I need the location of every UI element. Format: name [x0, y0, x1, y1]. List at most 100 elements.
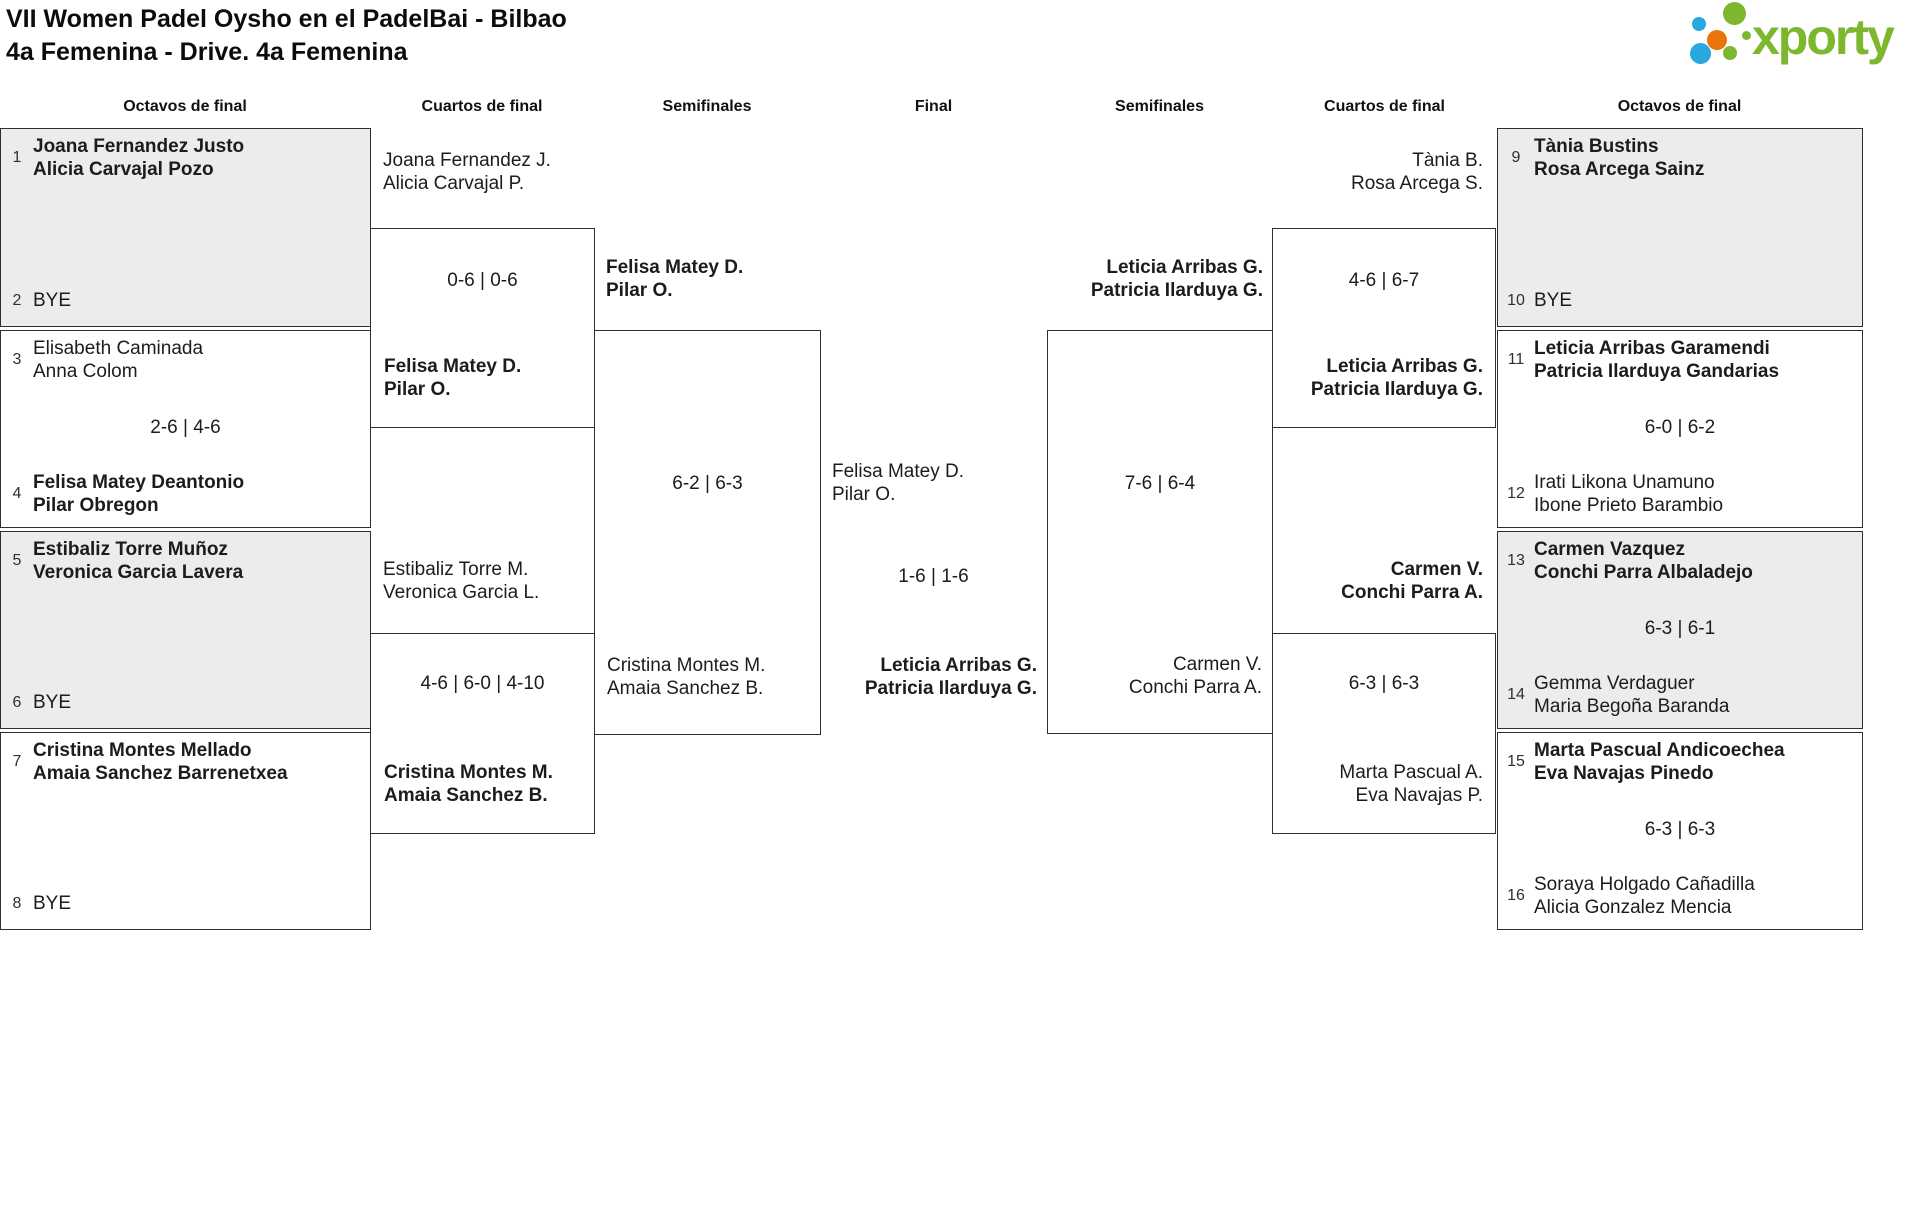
xporty-logo[interactable]: xporty	[1680, 0, 1918, 78]
match-score: 0-6 | 0-6	[447, 270, 518, 291]
team-pair: 10 BYE	[1504, 289, 1854, 312]
team-pair: 2 BYE	[7, 289, 362, 312]
team-name: Amaia Sanchez B.	[607, 678, 764, 699]
team-name: Carmen V.	[1390, 559, 1483, 580]
seed-number: 5	[12, 552, 22, 569]
team-name: Cristina Montes M.	[384, 762, 553, 783]
team-name: Felisa Matey D.	[606, 257, 744, 278]
quarterfinal-right-2-bottom-team: Marta Pascual A.Eva Navajas P.	[1339, 761, 1483, 807]
match-score: 4-6 | 6-0 | 4-10	[420, 673, 545, 694]
match-score: 6-2 | 6-3	[672, 473, 743, 494]
semifinal-left-top-team: Felisa Matey D.Pilar O.	[606, 256, 743, 302]
seed-number: 6	[12, 693, 22, 711]
match-left-cuartos-2: 4-6 | 6-0 | 4-10 Cristina Montes M.Amaia…	[370, 633, 595, 834]
team-name: Patricia Ilarduya G.	[864, 678, 1037, 699]
team-name: Tània Bustins	[1534, 136, 1659, 157]
team-name: Patricia Ilarduya G.	[1090, 280, 1263, 301]
match-score: 6-3 | 6-3	[1644, 819, 1716, 840]
round-header-semifinales-right: Semifinales	[1115, 98, 1204, 115]
team-name: Conchi Parra A.	[1341, 582, 1483, 603]
team-name: Rosa Arcega Sainz	[1534, 159, 1705, 180]
team-name: Alicia Carvajal Pozo	[33, 159, 214, 180]
team-name: Leticia Arribas Garamendi	[1534, 338, 1770, 359]
team-name: Joana Fernandez J.	[383, 150, 551, 171]
team-name: Ibone Prieto Barambio	[1534, 495, 1724, 516]
match-score: 7-6 | 6-4	[1124, 473, 1196, 494]
team-name: Amaia Sanchez Barrenetxea	[33, 763, 288, 784]
seed-number: 8	[12, 894, 22, 912]
match-right-cuartos-2: 6-3 | 6-3 Marta Pascual A.Eva Navajas P.	[1272, 633, 1496, 834]
team-name: Amaia Sanchez B.	[384, 785, 548, 806]
team-name: Veronica Garcia L.	[383, 582, 540, 603]
quarterfinal-right-1-winner: Leticia Arribas G.Patricia Ilarduya G.	[1311, 355, 1483, 401]
round-header-cuartos-right: Cuartos de final	[1324, 98, 1445, 115]
seed-number: 15	[1507, 753, 1525, 770]
logo-dot-green-small	[1723, 46, 1737, 60]
quarterfinal-left-2-winner: Cristina Montes M.Amaia Sanchez B.	[384, 761, 553, 807]
team-pair: 6 BYE	[7, 691, 362, 714]
team-name: Elisabeth Caminada	[33, 338, 204, 359]
bye-label: BYE	[33, 692, 72, 713]
seed-number: 3	[12, 351, 22, 368]
match-score: 6-3 | 6-1	[1644, 618, 1716, 639]
bye-label: BYE	[33, 290, 72, 311]
logo-wordmark: xporty	[1752, 9, 1895, 65]
logo-dot-blue-large	[1690, 43, 1711, 64]
team-pair: 8 BYE	[7, 892, 362, 915]
team-name: Leticia Arribas G.	[1326, 356, 1483, 377]
seed-number: 1	[12, 149, 22, 166]
round-header-octavos-left: Octavos de final	[123, 98, 247, 115]
match-score: 2-6 | 4-6	[150, 417, 221, 438]
semifinal-right-bottom-team: Carmen V.Conchi Parra A.	[1129, 653, 1262, 699]
seed-number: 4	[12, 485, 22, 502]
team-name: Pilar O.	[606, 280, 673, 301]
seed-number: 9	[1511, 149, 1521, 166]
team-name: Estibaliz Torre Muñoz	[33, 539, 228, 560]
round-header-semifinales-left: Semifinales	[662, 98, 752, 115]
semifinal-right-top-team: Leticia Arribas G.Patricia Ilarduya G.	[1047, 256, 1263, 302]
seed-number: 2	[12, 291, 22, 309]
team-name: Rosa Arcega S.	[1350, 173, 1483, 194]
team-name: Marta Pascual Andicoechea	[1534, 740, 1785, 761]
team-name: Leticia Arribas G.	[1106, 257, 1263, 278]
team-name: Veronica Garcia Lavera	[33, 562, 244, 583]
seed-number: 12	[1507, 485, 1525, 502]
seed-number: 16	[1507, 887, 1525, 904]
team-name: Patricia Ilarduya Gandarias	[1534, 361, 1780, 382]
team-name: Anna Colom	[33, 361, 138, 382]
quarterfinal-left-2-top-team: Estibaliz Torre M.Veronica Garcia L.	[383, 558, 539, 604]
team-name: Conchi Parra Albaladejo	[1534, 562, 1753, 583]
team-name: Estibaliz Torre M.	[383, 559, 529, 580]
logo-dot-green-tiny	[1742, 31, 1751, 40]
seed-number: 11	[1507, 351, 1525, 368]
match-score: 6-0 | 6-2	[1644, 417, 1716, 438]
final-winner: Leticia Arribas G.Patricia Ilarduya G.	[820, 654, 1037, 700]
team-name: Pilar O.	[384, 379, 451, 400]
round-header-cuartos-left: Cuartos de final	[421, 98, 543, 115]
team-name: Carmen V.	[1172, 654, 1262, 675]
match-left-cuartos-1: 0-6 | 0-6 Felisa Matey D.Pilar O.	[370, 228, 595, 428]
team-name: Cristina Montes M.	[607, 655, 766, 676]
seed-number: 14	[1507, 686, 1525, 703]
quarterfinal-left-1-top-team: Joana Fernandez J.Alicia Carvajal P.	[383, 149, 551, 195]
seed-number: 10	[1507, 291, 1525, 309]
logo-dot-orange	[1707, 30, 1727, 50]
logo-dot-green-large	[1723, 2, 1746, 25]
